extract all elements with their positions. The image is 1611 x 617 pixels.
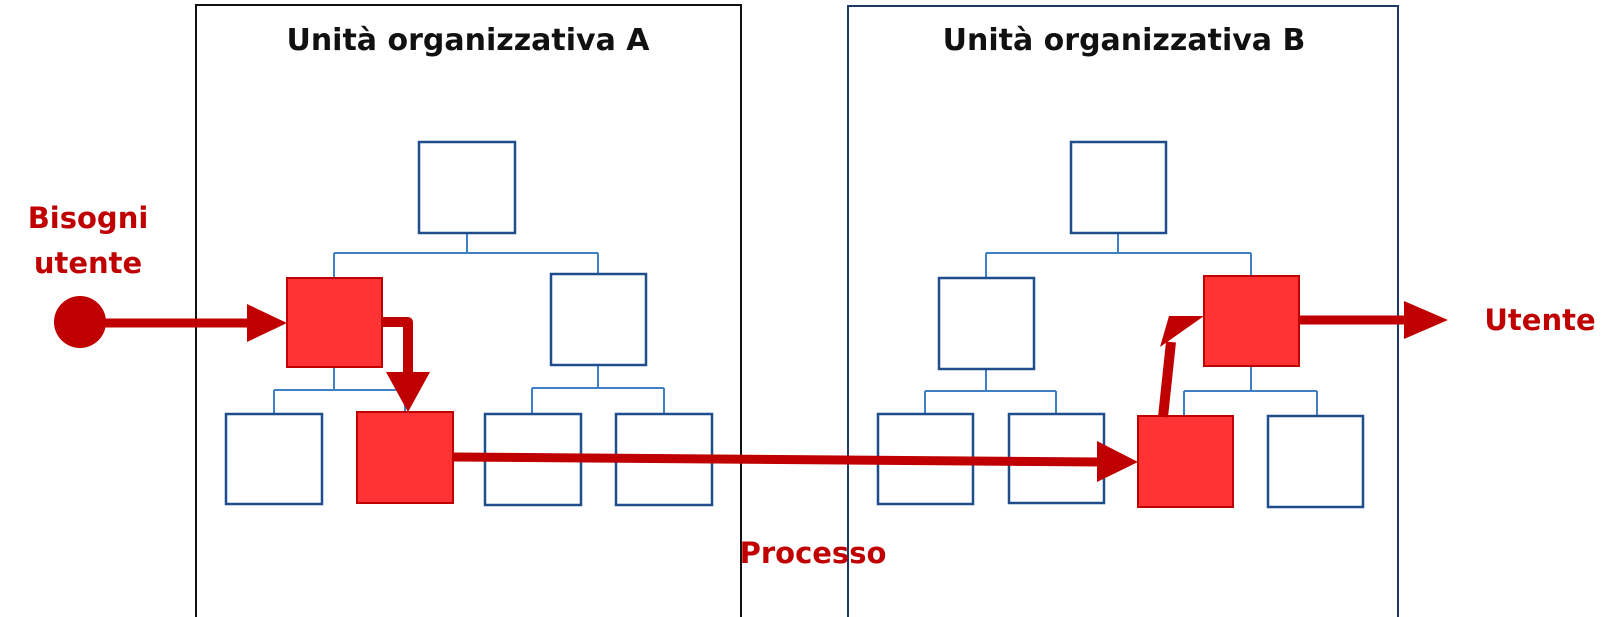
unit-b: Unità organizzativa B: [847, 5, 1399, 617]
process-arrow-shaft: [452, 452, 1103, 467]
arrow-right-icon: [1097, 441, 1138, 482]
circle-dot-icon: [54, 296, 106, 348]
unit-b-top-box: [1069, 140, 1168, 235]
unit-a-connectors: [273, 233, 665, 414]
unit-a: Unità organizzativa A: [195, 4, 742, 617]
arrow-right-icon: [247, 304, 287, 342]
unit-a-top-box: [417, 140, 517, 235]
up-arrow-shaft: [1158, 341, 1176, 418]
arrow-down-icon: [386, 372, 430, 412]
down-arrow-shaft: [381, 317, 413, 375]
unit-a-process-box-2: [356, 411, 454, 504]
process-label: Processo: [740, 536, 887, 570]
unit-b-process-box-1: [1137, 415, 1234, 508]
arrow-up-icon: [1160, 316, 1204, 347]
unit-a-mid-box: [549, 272, 648, 367]
input-label-line2: utente: [34, 246, 142, 280]
unit-a-process-box-1: [286, 277, 383, 368]
unit-a-title: Unità organizzativa A: [286, 23, 650, 58]
unit-b-title: Unità organizzativa B: [943, 23, 1306, 58]
output-label: Utente: [1484, 303, 1595, 337]
unit-b-mid-box: [937, 276, 1036, 371]
unit-b-frame: [847, 5, 1399, 617]
process-flow: [54, 296, 1448, 482]
unit-a-bottom-box-1: [224, 412, 324, 506]
unit-a-frame: [195, 4, 742, 617]
arrow-right-icon: [1404, 301, 1448, 339]
unit-b-bottom-box-4: [1266, 414, 1365, 509]
unit-b-process-box-2: [1203, 275, 1300, 367]
input-label-line1: Bisogni: [28, 201, 149, 235]
unit-b-connectors: [924, 233, 1318, 416]
